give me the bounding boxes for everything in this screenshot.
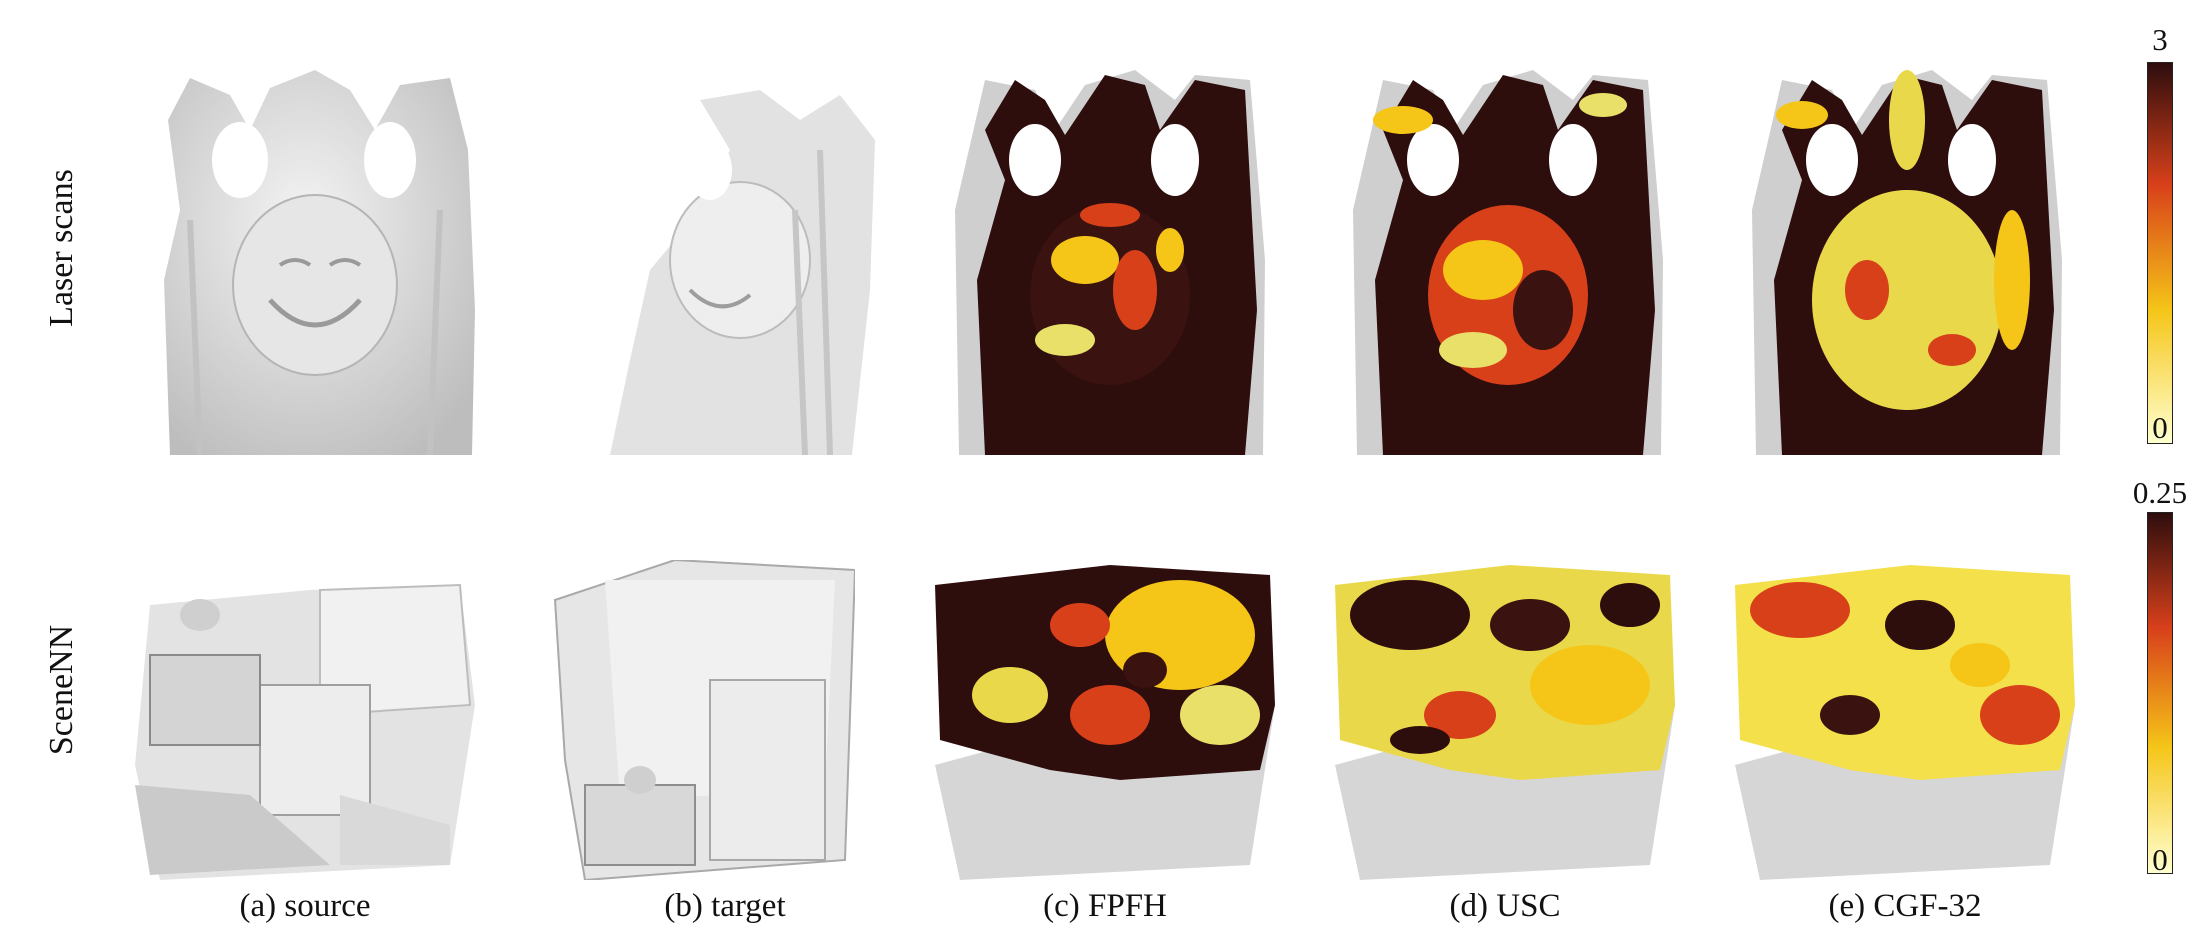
caption-fpfh: (c) FPFH	[1043, 888, 1167, 924]
scenenn-fpfh-heatmap	[930, 565, 1280, 880]
colorbar-laser-scans	[2147, 62, 2173, 444]
caption-cgf32: (e) CGF-32	[1828, 888, 1982, 924]
scenenn-source-render	[130, 565, 480, 880]
colorbar-scenenn	[2147, 512, 2173, 874]
laser-target-render	[590, 60, 890, 455]
caption-usc: (d) USC	[1449, 888, 1561, 924]
scenenn-target-render	[545, 560, 855, 880]
laser-usc-heatmap	[1343, 60, 1673, 455]
scenenn-cgf32-heatmap	[1730, 565, 2080, 880]
laser-cgf32-heatmap	[1742, 60, 2072, 455]
colorbar-1-min-label: 0	[2152, 410, 2168, 445]
colorbar-1-max-label: 3	[2152, 22, 2168, 57]
laser-fpfh-heatmap	[945, 60, 1275, 455]
laser-source-render	[150, 60, 480, 455]
colorbar-2-max-label: 0.25	[2132, 475, 2188, 510]
caption-target: (b) target	[664, 888, 786, 924]
row-label-laser-scans: Laser scans	[43, 169, 80, 327]
caption-source: (a) source	[239, 888, 371, 924]
scenenn-usc-heatmap	[1330, 565, 1680, 880]
row-label-scenenn: SceneNN	[43, 624, 80, 756]
colorbar-2-min-label: 0	[2152, 842, 2168, 877]
